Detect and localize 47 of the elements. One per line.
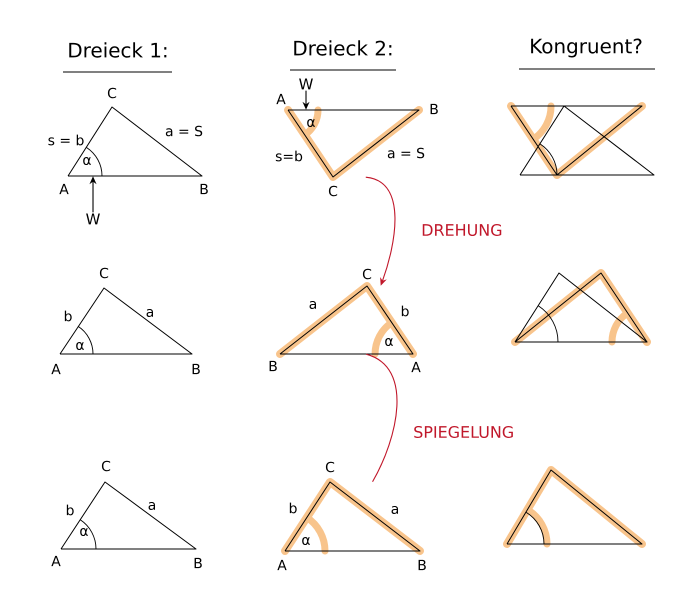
angle-label: α bbox=[385, 338, 393, 346]
side-label: b bbox=[66, 504, 74, 516]
vertex-label: C bbox=[362, 268, 372, 280]
triangle-drawing bbox=[60, 481, 196, 550]
side-label: a = S bbox=[388, 148, 424, 158]
side-label: a bbox=[310, 300, 316, 309]
curved-line bbox=[366, 354, 398, 482]
side-label: a bbox=[146, 308, 154, 317]
side-label: b bbox=[64, 310, 72, 322]
vertex-label: B bbox=[270, 360, 277, 372]
side-label: b bbox=[402, 306, 409, 316]
overlaid-triangles-drawing bbox=[507, 102, 654, 179]
marker-label: W bbox=[86, 214, 100, 224]
triangle-drawing bbox=[68, 106, 202, 176]
vertex-label: A bbox=[59, 184, 69, 194]
side-label: s=b bbox=[276, 150, 302, 162]
heading: Dreieck 2: bbox=[290, 40, 396, 70]
triangle-drawing bbox=[281, 478, 424, 555]
marker-label: W bbox=[299, 78, 313, 90]
triangle-drawing bbox=[276, 282, 417, 358]
vertex-label: A bbox=[51, 364, 61, 374]
vertex-label: A bbox=[276, 94, 286, 104]
edge-label: DREHUNG bbox=[420, 222, 504, 238]
triangle-drawing bbox=[503, 466, 646, 548]
overlaid-triangles-drawing bbox=[511, 268, 651, 346]
angle-label: α bbox=[307, 119, 315, 127]
angle-label: α bbox=[80, 528, 88, 536]
angle-label: α bbox=[83, 157, 91, 165]
side-label: s = b bbox=[48, 134, 84, 146]
heading: Dreieck 1: bbox=[62, 42, 172, 72]
vertex-label: A bbox=[51, 556, 61, 566]
vertex-label: A bbox=[277, 560, 287, 570]
side-label: a bbox=[148, 502, 156, 510]
triangle-drawing bbox=[60, 287, 192, 354]
vertex-label: B bbox=[200, 184, 208, 194]
vertex-label: A bbox=[411, 362, 421, 372]
heading: Kongruent? bbox=[518, 38, 656, 70]
angle-label: α bbox=[76, 342, 84, 350]
vertex-label: B bbox=[430, 104, 438, 114]
side-label: a bbox=[392, 506, 398, 514]
side-label: a = S bbox=[166, 126, 202, 136]
edge-label: SPIEGELUNG bbox=[412, 424, 516, 439]
side-label: b bbox=[290, 502, 297, 514]
vertex-label: B bbox=[194, 558, 202, 568]
vertex-label: B bbox=[192, 364, 200, 374]
angle-label: α bbox=[302, 537, 310, 545]
vertex-label: B bbox=[418, 560, 426, 570]
